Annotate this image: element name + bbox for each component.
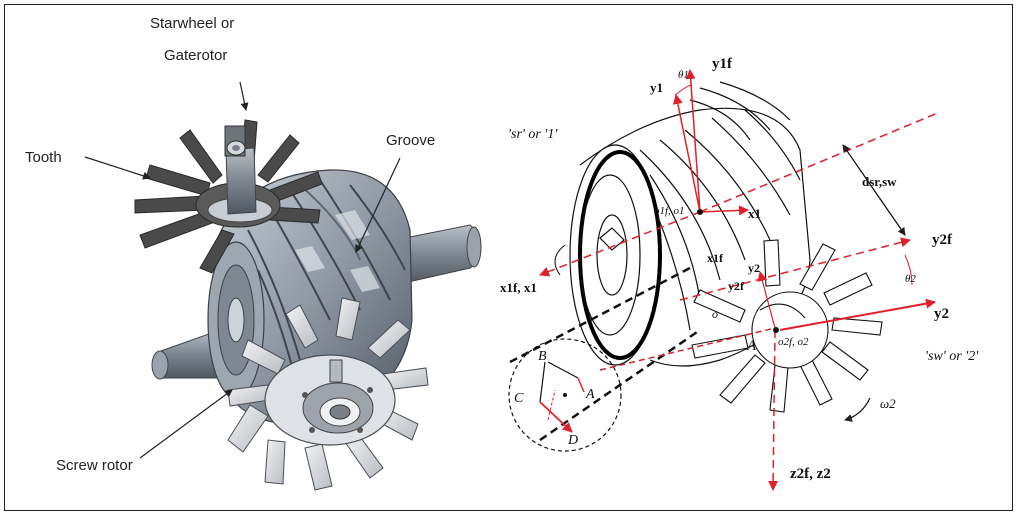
label-o1f-o1: o1f, o1 (654, 205, 685, 217)
label-theta2: θ2 (905, 273, 916, 285)
tooth-arrow (84, 156, 151, 180)
axis-x1f-x1 (539, 211, 701, 277)
label-y2f-right: y2f (932, 232, 953, 248)
label-y2-right: y2 (934, 306, 949, 322)
label-B: B (538, 349, 547, 364)
axis-y2-right (779, 298, 936, 331)
label-o: o (712, 307, 718, 321)
label-y2f-mid: y2f (728, 279, 745, 293)
label-dsr-sw: dsr,sw (862, 174, 897, 189)
groove-highlights (295, 210, 380, 292)
axis-z2f-z2 (768, 329, 779, 491)
label-theta1: θ1 (678, 69, 689, 81)
screw-rotor-arrow (139, 389, 233, 459)
origin-o2 (773, 327, 779, 333)
label-x1f-x1: x1f, x1 (500, 280, 537, 295)
label-y2-mid: y2 (748, 261, 760, 275)
label-sw-or-2: 'sw' or '2' (925, 349, 979, 364)
label-A-inset: A (585, 387, 595, 402)
label-omega2: ω2 (880, 396, 896, 411)
coordinate-axes (539, 69, 941, 491)
axis-extension (699, 111, 941, 213)
label-o2f-o2: o2f, o2 (778, 336, 809, 348)
axis-y1 (672, 94, 701, 213)
callout-arrows (84, 81, 401, 459)
right-kinematic-diagram: y1f y1 θ1 'sr' or '1' dsr,sw o1f, o1 x1 … (500, 56, 979, 491)
omega1-arc (554, 244, 566, 276)
starwheel-arrow (239, 81, 249, 111)
theta1-arc (674, 84, 693, 96)
label-starwheel-line2: Gaterotor (164, 47, 227, 64)
screw-rotor-right-shaft (394, 224, 482, 286)
label-z2f-z2: z2f, z2 (790, 466, 831, 482)
label-starwheel-line1: Starwheel or (150, 15, 234, 32)
dimension-dsr-sw (842, 144, 906, 236)
axis-y1f (685, 69, 701, 213)
label-y1f: y1f (712, 56, 733, 72)
starwheel-gaterotor-bottom (227, 297, 429, 491)
label-y1: y1 (650, 80, 663, 95)
label-groove: Groove (386, 132, 435, 149)
label-C: C (514, 391, 524, 406)
origin-o1 (697, 209, 703, 215)
label-screw-rotor: Screw rotor (56, 457, 133, 474)
label-sr-or-1: 'sr' or '1' (508, 127, 558, 142)
axis-y2-mid (757, 271, 776, 329)
omega2-arc (844, 397, 871, 422)
screw-rotor-line-drawing (569, 81, 811, 367)
starwheel-gaterotor-top (134, 119, 323, 274)
label-D: D (567, 433, 578, 448)
gaterotor-line-drawing (691, 239, 883, 413)
theta2-arc (904, 254, 913, 286)
label-x1f-mid: x1f (707, 251, 724, 265)
label-x1: x1 (748, 206, 761, 221)
axis-x1-short (699, 205, 749, 216)
axis-y2f (679, 237, 911, 301)
inset-detail (508, 266, 701, 452)
label-A-main: A (746, 338, 757, 354)
groove-arrow (355, 157, 401, 253)
left-3d-illustration: Starwheel or Gaterotor Tooth Groove Scre… (25, 15, 482, 491)
label-tooth: Tooth (25, 149, 62, 166)
